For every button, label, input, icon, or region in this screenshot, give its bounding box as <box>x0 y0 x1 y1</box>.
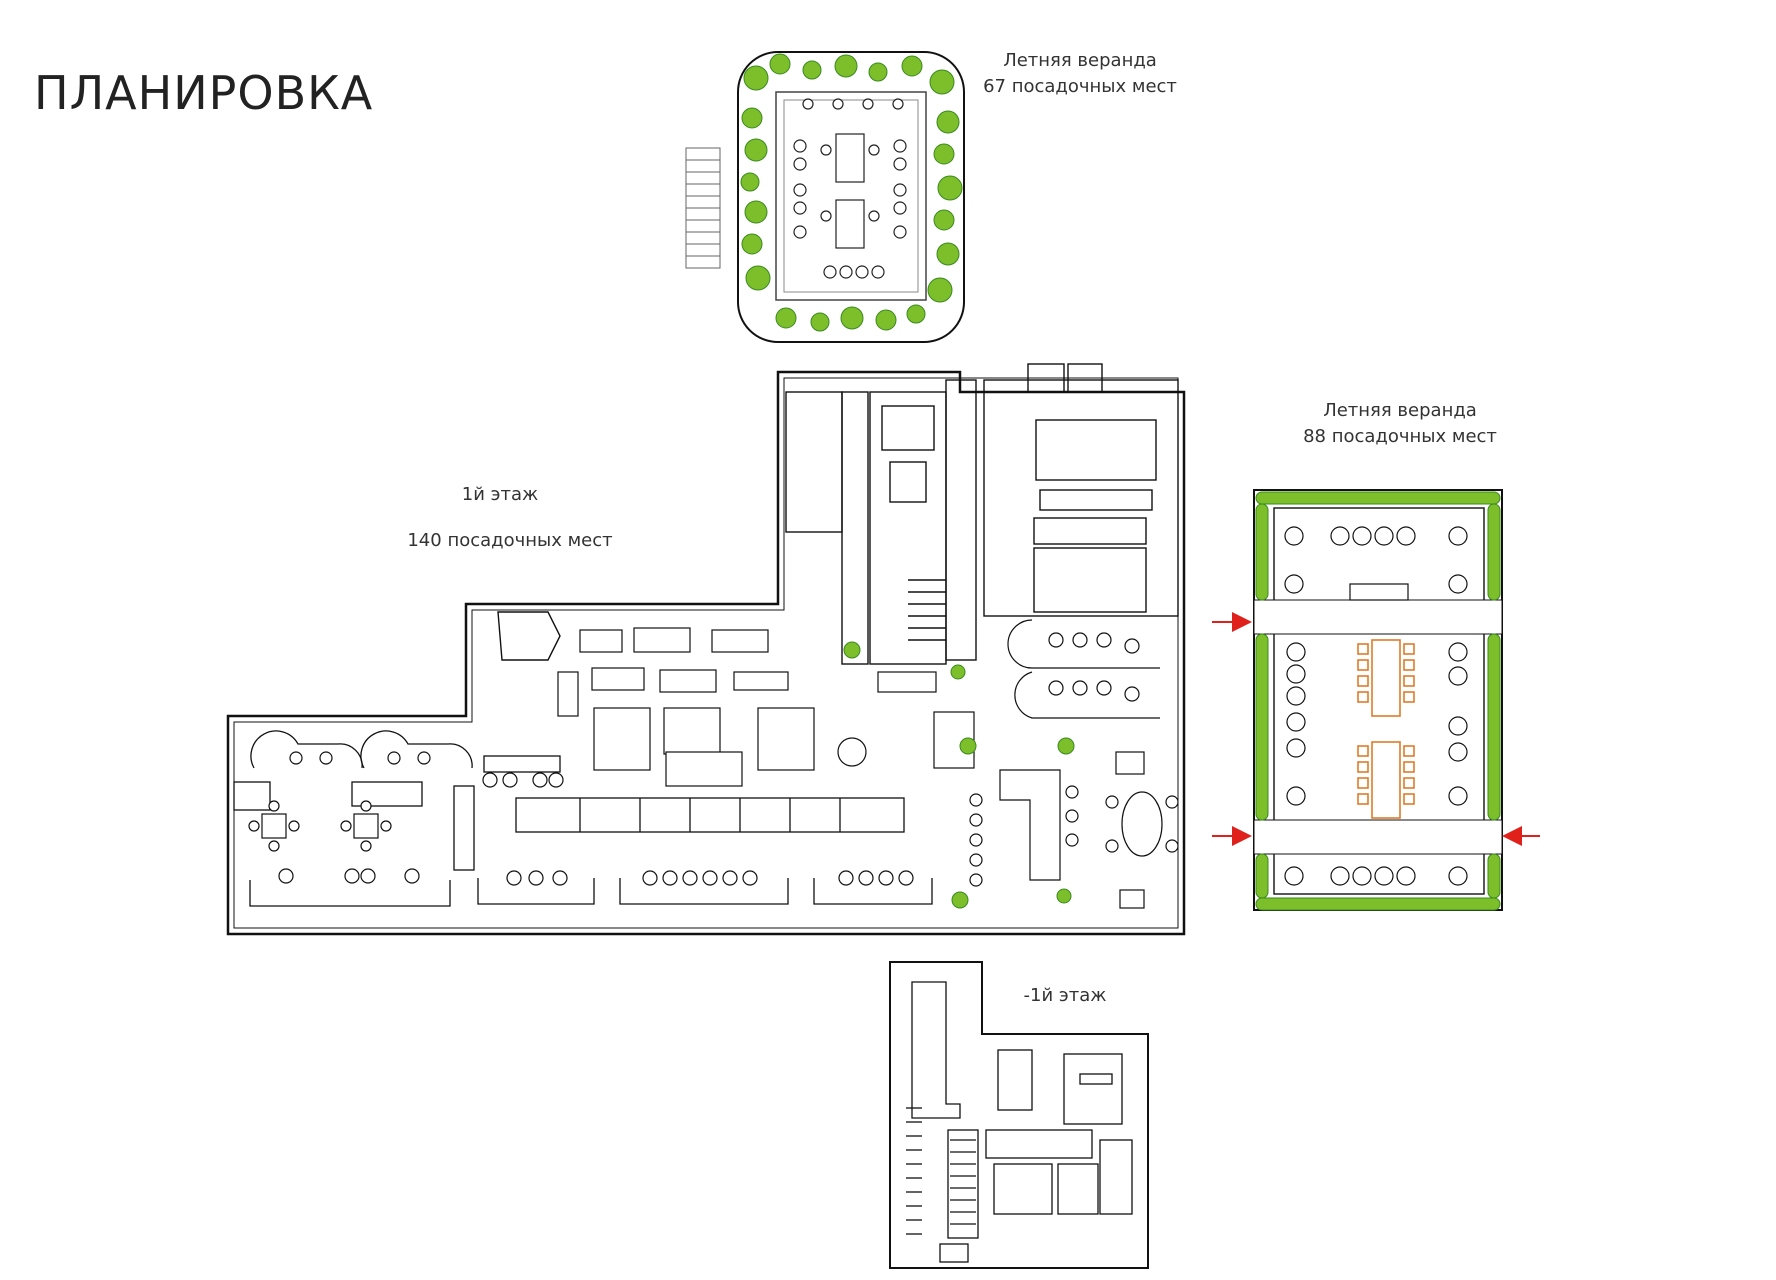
veranda-right-seating <box>1284 526 1468 886</box>
floor-minus1-rooms <box>906 981 1133 1263</box>
veranda-right <box>1212 489 1540 911</box>
veranda-top-label: Летняя веранда 67 посадочных мест <box>960 48 1200 100</box>
floor1-bar-equipment <box>557 627 975 787</box>
floor1-dining-tables <box>248 751 914 886</box>
page-title: ПЛАНИРОВКА <box>34 66 374 120</box>
veranda-top <box>685 51 965 343</box>
floor1-title: 1й этаж <box>461 484 539 505</box>
floor1-inner-wall <box>233 377 1179 929</box>
veranda-top-outline <box>737 51 965 343</box>
veranda-right-passage-bottom <box>1253 819 1503 855</box>
veranda-top-steps <box>685 147 721 269</box>
floor1-left-booths <box>233 730 933 907</box>
floor-minus1-plan <box>889 961 1149 1269</box>
floor1-seats: 140 посадочных мест <box>407 530 613 551</box>
floor1-plants <box>843 641 1075 909</box>
floor1-right-dining <box>969 619 1179 909</box>
veranda-right-label: Летняя веранда 88 посадочных мест <box>1270 398 1530 450</box>
veranda-right-greenery <box>1255 491 1501 911</box>
veranda-right-deck <box>1273 507 1485 895</box>
veranda-top-title: Летняя веранда <box>1003 50 1157 71</box>
floor1-plan <box>226 363 1186 936</box>
veranda-top-inner <box>783 99 919 293</box>
veranda-top-seats: 67 посадочных мест <box>983 76 1177 97</box>
veranda-right-seats: 88 посадочных мест <box>1303 426 1497 447</box>
floor-minus1-outline <box>889 961 1149 1269</box>
veranda-top-greenery <box>740 53 963 332</box>
floor1-long-table <box>515 797 905 833</box>
floor1-service-rooms <box>497 363 1179 665</box>
veranda-right-passage-top <box>1253 599 1503 635</box>
floor1-outline <box>226 370 1186 936</box>
veranda-right-title: Летняя веранда <box>1323 400 1477 421</box>
veranda-top-deck <box>775 91 927 301</box>
floor-minus1-title: -1й этаж <box>1023 985 1107 1006</box>
veranda-top-tables <box>793 98 907 279</box>
veranda-right-banquet-tables <box>1357 639 1415 819</box>
veranda-right-entrance-arrows <box>1212 612 1540 846</box>
